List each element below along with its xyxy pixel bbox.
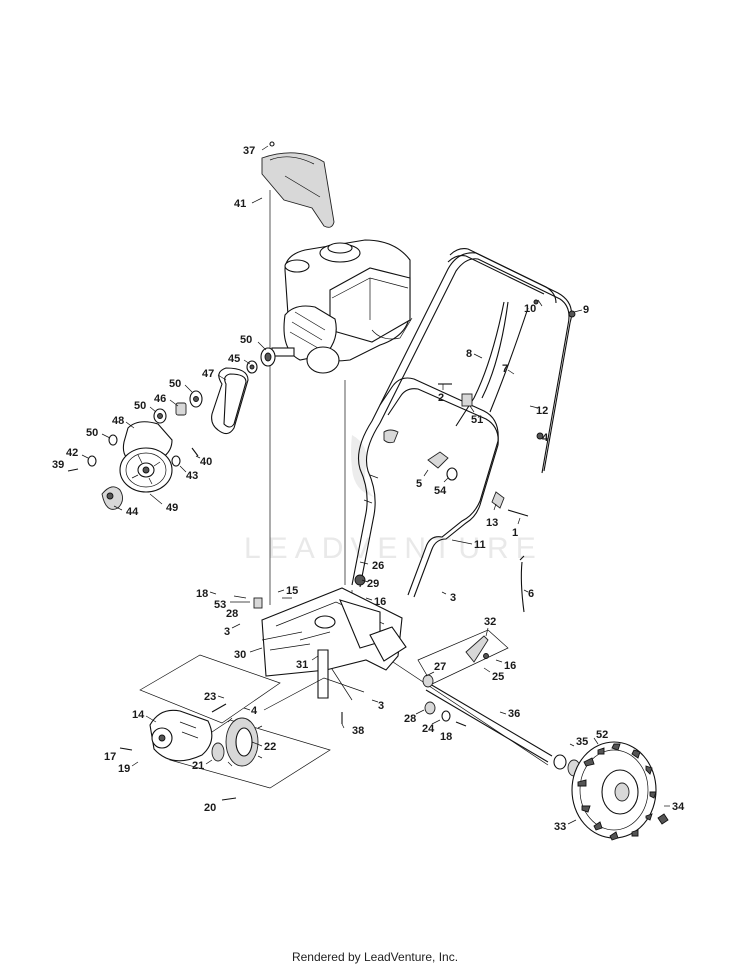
callout-2: 2 [438,392,444,404]
callouts: 37 41 50 45 47 50 46 50 48 50 42 39 40 4… [52,145,685,833]
callout-28: 28 [226,608,238,620]
callout-25: 25 [492,671,504,683]
handle-assembly [351,248,576,613]
callout-40: 40 [200,456,212,468]
callout-48: 48 [112,415,124,427]
callout-51: 51 [471,414,483,426]
watermark: LEADVENTURE [244,435,543,565]
callout-19: 19 [118,763,130,775]
callout-26: 26 [372,560,384,572]
watermark-flame-icon [351,435,374,497]
callout-47: 47 [202,368,214,380]
callout-44: 44 [126,506,139,518]
callout-33: 33 [554,821,566,833]
callout-21: 21 [192,760,204,772]
callout-18: 18 [196,588,208,600]
callout-27: 27 [434,661,446,673]
callout-41: 41 [234,198,246,210]
callout-38: 38 [352,725,364,737]
callout-13: 13 [486,517,498,529]
callout-16: 16 [374,596,386,608]
callout-17: 17 [104,751,116,763]
callout-3: 3 [378,700,384,712]
callout-23: 23 [204,691,216,703]
pulleys [67,347,276,510]
callout-32: 32 [484,616,496,628]
callout-46: 46 [154,393,166,405]
callout-53: 53 [214,599,226,611]
callout-28: 28 [404,713,416,725]
callout-7: 7 [502,363,508,375]
watermark-text: LEADVENTURE [244,532,543,565]
callout-22: 22 [264,741,276,753]
callout-34: 34 [672,801,685,813]
callout-42: 42 [66,447,78,459]
callout-10: 10 [524,303,536,315]
callout-4: 4 [251,705,258,717]
callout-54: 54 [434,485,447,497]
callout-16: 16 [504,660,516,672]
callout-50: 50 [240,334,252,346]
frame-housing [233,574,509,724]
callout-50: 50 [134,400,146,412]
callout-1: 1 [512,527,518,539]
callout-12: 12 [536,405,548,417]
callout-31: 31 [296,659,308,671]
callout-50: 50 [86,427,98,439]
callout-3: 3 [224,626,230,638]
callout-50: 50 [169,378,181,390]
callout-49: 49 [166,502,178,514]
callout-52: 52 [596,729,608,741]
callout-35: 35 [576,736,588,748]
transmission [119,654,365,801]
callout-14: 14 [132,709,145,721]
callout-18: 18 [440,731,452,743]
callout-6: 6 [528,588,534,600]
callout-36: 36 [508,708,520,720]
callout-45: 45 [228,353,240,365]
callout-30: 30 [234,649,246,661]
callout-9: 9 [583,304,589,316]
callout-43: 43 [186,470,198,482]
footer-credit: Rendered by LeadVenture, Inc. [291,950,459,964]
callout-29: 29 [367,578,379,590]
engine [271,239,413,374]
callout-39: 39 [52,459,64,471]
callout-37: 37 [243,145,255,157]
callout-4: 4 [542,432,549,444]
callout-5: 5 [416,478,422,490]
callout-11: 11 [474,539,486,551]
belt-cover [261,141,335,228]
callout-8: 8 [466,348,472,360]
callout-15: 15 [286,585,298,597]
callout-20: 20 [204,802,216,814]
callout-24: 24 [422,723,435,735]
axle-wheel [422,674,669,841]
callout-3: 3 [450,592,456,604]
